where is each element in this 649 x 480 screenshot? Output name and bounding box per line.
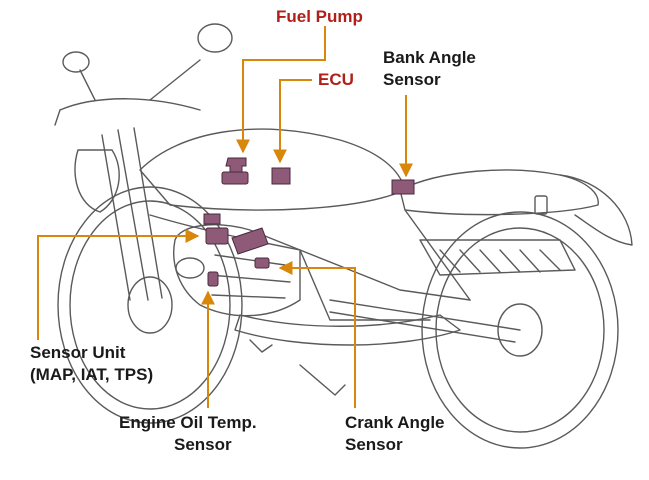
mirror-right [197, 23, 233, 53]
bank-angle-sensor-part [391, 179, 415, 195]
sensor-unit-label-line1: Sensor Unit [30, 343, 126, 362]
fuel-tank [139, 128, 406, 211]
foot-peg [299, 364, 346, 396]
mirror-left [62, 51, 90, 73]
mirror-stem-right [149, 59, 201, 101]
engine-oil-label-line2: Sensor [174, 435, 232, 454]
sensor-unit-leader [37, 229, 200, 340]
seat [399, 169, 599, 216]
front-tire [57, 186, 243, 424]
exhaust-pipe [234, 314, 461, 346]
bank-angle-label-line1: Bank Angle [383, 48, 476, 67]
crank-angle-sensor-part [254, 257, 270, 269]
crank-angle-label-line1: Crank Angle [345, 413, 445, 432]
sensor-unit-part [203, 213, 221, 225]
bank-angle-label-line2: Sensor [383, 70, 441, 89]
swing-arm [329, 299, 521, 331]
components [203, 157, 415, 287]
leader-lines [37, 26, 413, 408]
fuel-pump-leader [236, 26, 326, 154]
crank-angle-leader [278, 261, 356, 408]
mirror-stem-left [79, 69, 96, 101]
ecu-part [271, 167, 291, 185]
tail-light [534, 195, 548, 215]
front-hub [127, 276, 173, 334]
handlebar [59, 98, 201, 111]
engine-oil-label-line1: Engine Oil Temp. [119, 413, 257, 432]
engine-block [173, 224, 301, 317]
motorcycle-outline [54, 23, 633, 449]
tail-cowl [559, 174, 633, 246]
ecu-leader [273, 79, 312, 164]
rear-hub [497, 303, 543, 357]
throttle-body-part [231, 227, 269, 255]
fuel-pump-label: Fuel Pump [276, 7, 363, 26]
headlight [74, 149, 120, 213]
sensor-unit-label-line2: (MAP, IAT, TPS) [30, 365, 154, 384]
luggage-rack [419, 239, 576, 276]
rear-tire [421, 211, 619, 449]
crank-angle-label-line2: Sensor [345, 435, 403, 454]
engine-oil-temp-sensor-part [207, 271, 219, 287]
main-frame [149, 214, 471, 301]
ecu-label: ECU [318, 70, 354, 89]
front-fork [117, 129, 149, 301]
